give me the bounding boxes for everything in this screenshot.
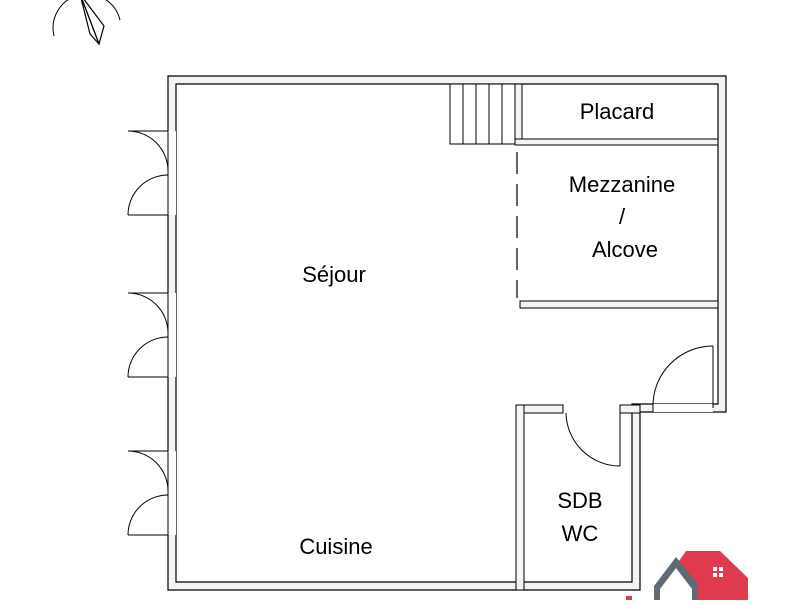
house-roof-logo-icon (626, 551, 748, 600)
french-window-bottom (127, 450, 176, 536)
french-window-middle (127, 292, 176, 378)
room-label-alcove: Alcove (592, 237, 658, 262)
bathroom-door (562, 405, 621, 467)
staircase (449, 83, 516, 145)
compass-north-arrow-icon (52, 0, 121, 46)
room-label-sejour: Séjour (302, 262, 366, 287)
room-label-cuisine: Cuisine (299, 534, 372, 559)
entrance-door (652, 345, 714, 412)
room-label-placard: Placard (580, 99, 655, 124)
exterior-walls (167, 75, 727, 591)
room-label-sdb: SDB (557, 488, 602, 513)
room-label-mezzanine-separator: / (619, 204, 626, 229)
room-label-wc: WC (562, 521, 599, 546)
room-label-mezzanine: Mezzanine (569, 172, 675, 197)
french-window-top (127, 130, 176, 216)
